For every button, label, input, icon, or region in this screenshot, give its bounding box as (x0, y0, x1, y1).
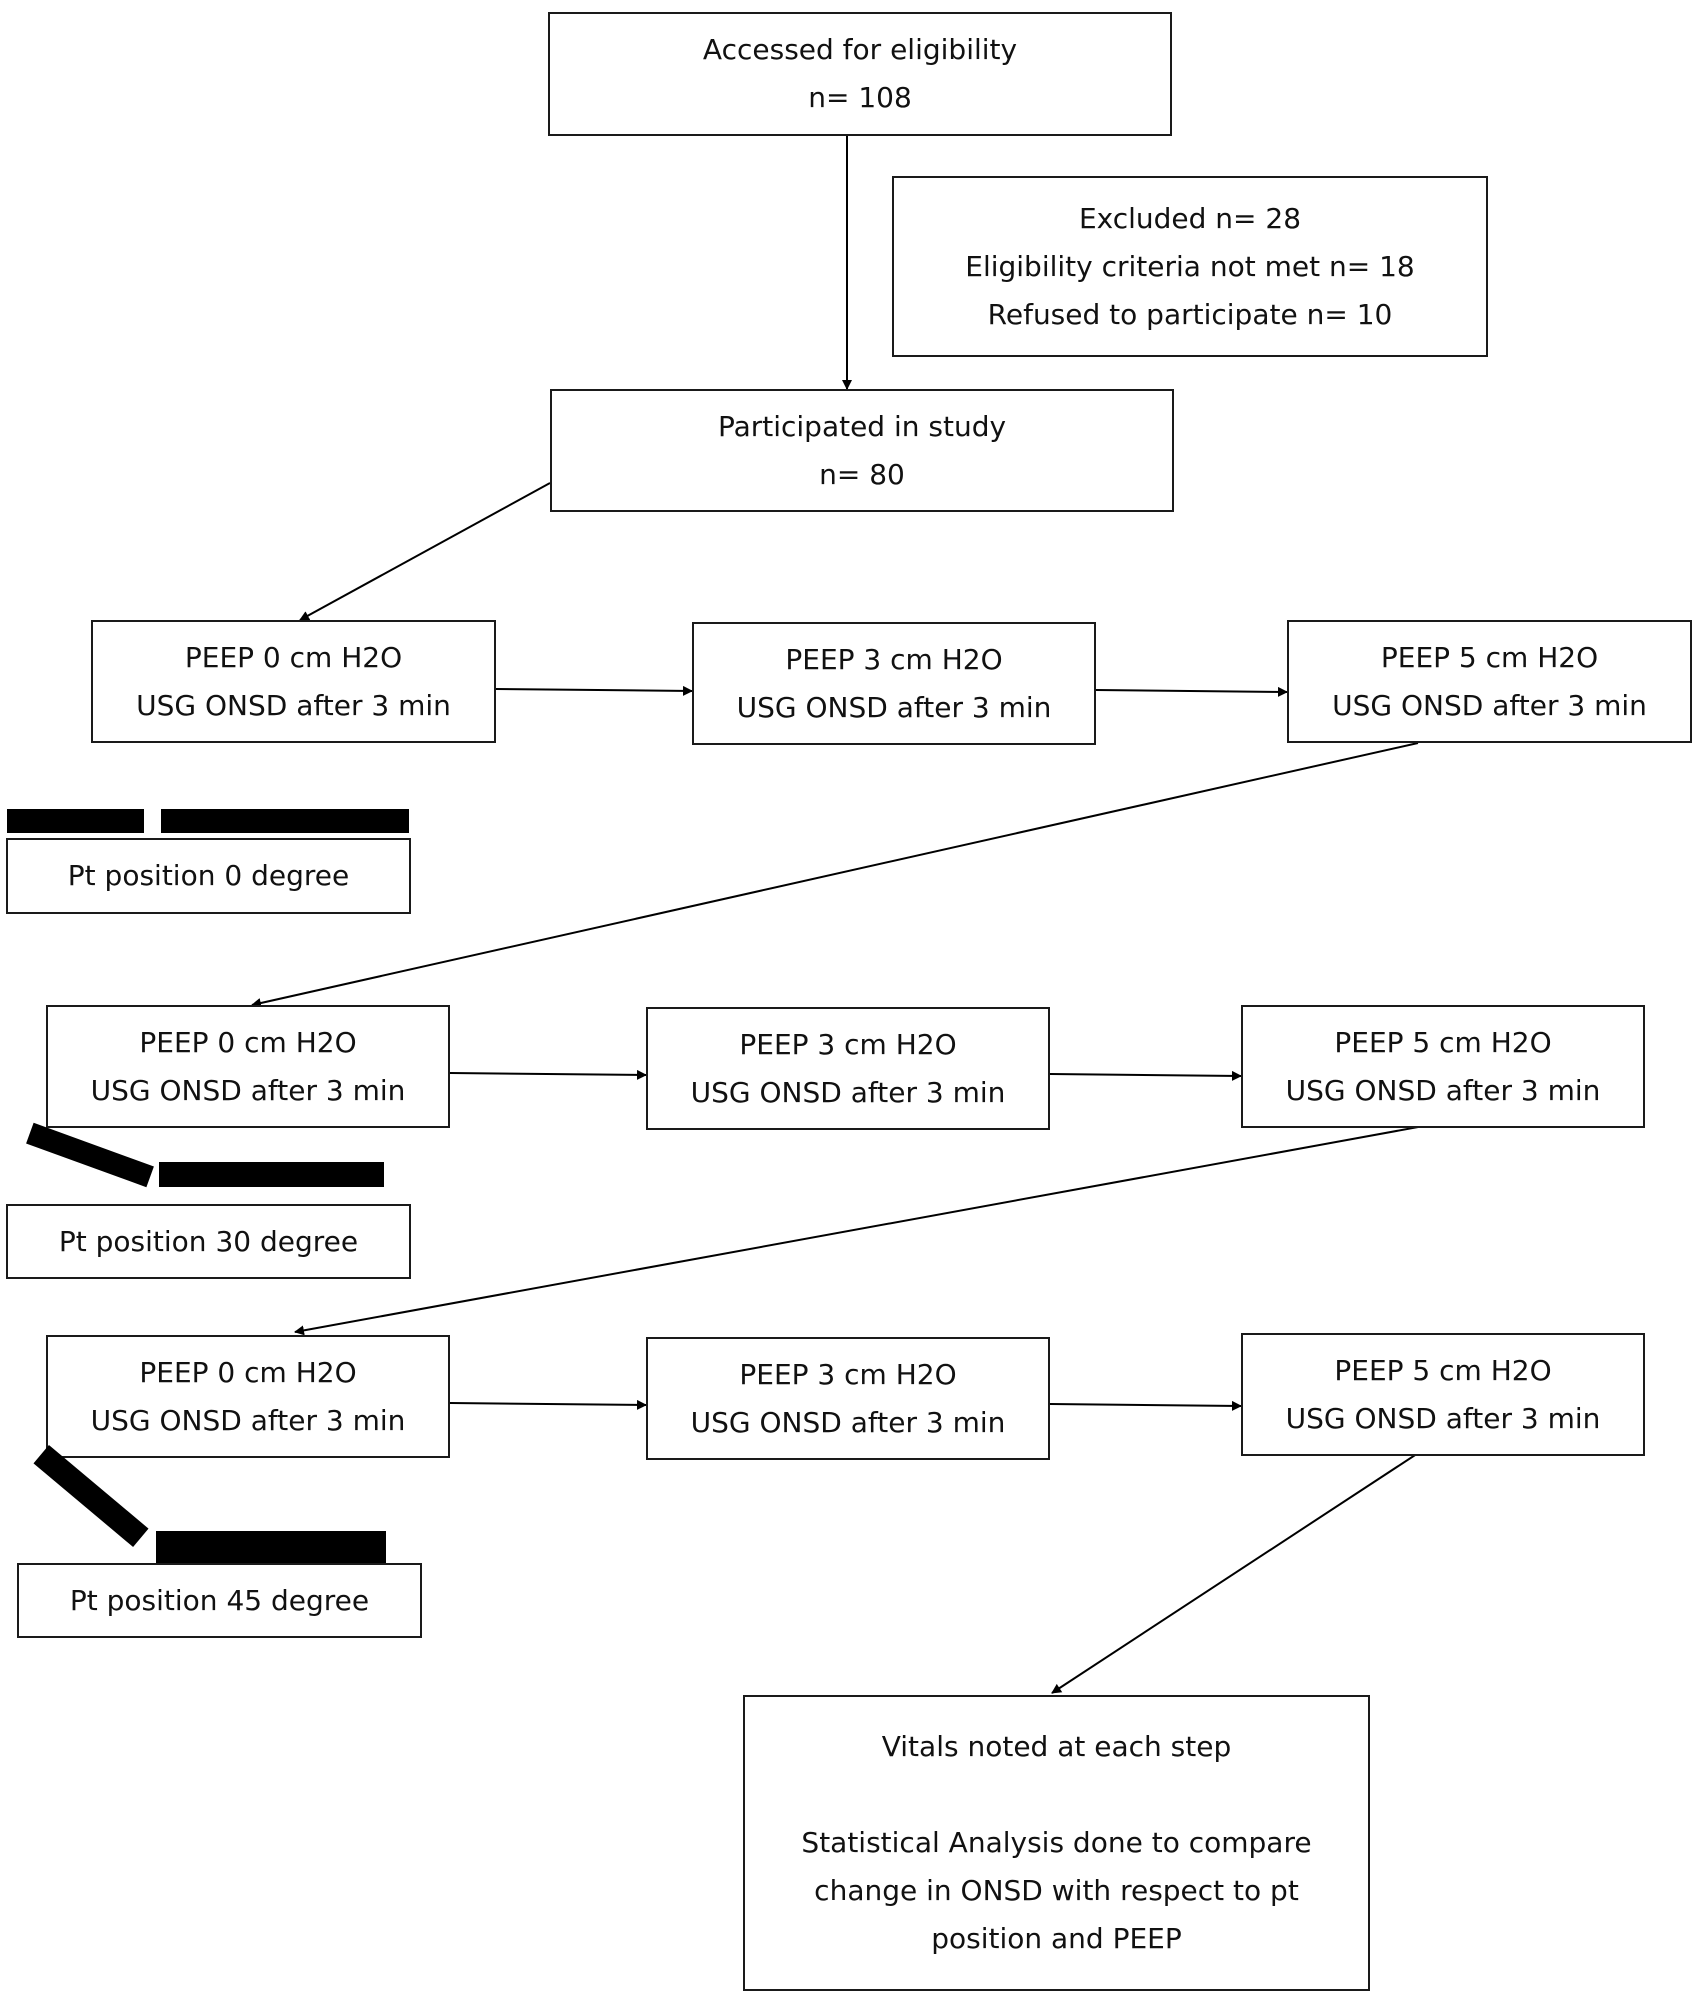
arrow-r1s1-to-r1s2 (495, 685, 693, 696)
arrow-r2s2-to-r2s3 (1049, 1070, 1242, 1081)
step-peep-label: PEEP 0 cm H2O (184, 640, 403, 674)
excluded-criteria: Eligibility criteria not met n= 18 (965, 249, 1415, 283)
excluded-refused: Refused to participate n= 10 (987, 297, 1393, 331)
excluded-box: Excluded n= 28 Eligibility criteria not … (892, 176, 1488, 357)
step-peep-label: PEEP 0 cm H2O (139, 1355, 357, 1389)
step-measure-label: USG ONSD after 3 min (690, 1075, 1006, 1109)
row3-step2-box: PEEP 3 cm H2O USG ONSD after 3 min (646, 1337, 1050, 1460)
bed-45-body-icon (156, 1531, 386, 1563)
final-vitals-text: Vitals noted at each step (881, 1730, 1232, 1763)
eligibility-box: Accessed for eligibility n= 108 (548, 12, 1172, 136)
bed-flat-body-icon (161, 809, 409, 833)
arrow-r1s2-to-r1s3 (1095, 686, 1288, 697)
step-measure-label: USG ONSD after 3 min (736, 690, 1052, 724)
step-peep-label: PEEP 3 cm H2O (739, 1027, 957, 1061)
step-peep-label: PEEP 5 cm H2O (1334, 1025, 1552, 1059)
row2-step3-box: PEEP 5 cm H2O USG ONSD after 3 min (1241, 1005, 1645, 1128)
arrow-r3s2-to-r3s3 (1049, 1400, 1242, 1411)
eligibility-title: Accessed for eligibility (702, 33, 1018, 66)
step-measure-label: USG ONSD after 3 min (90, 1073, 406, 1107)
arrow-participated-to-r1s1 (299, 482, 551, 621)
row2-step2-box: PEEP 3 cm H2O USG ONSD after 3 min (646, 1007, 1050, 1130)
row3-step3-box: PEEP 5 cm H2O USG ONSD after 3 min (1241, 1333, 1645, 1456)
step-peep-label: PEEP 5 cm H2O (1334, 1353, 1552, 1387)
excluded-total: Excluded n= 28 (1078, 201, 1302, 235)
participated-title: Participated in study (717, 409, 1007, 443)
step-measure-label: USG ONSD after 3 min (1285, 1073, 1601, 1107)
step-measure-label: USG ONSD after 3 min (90, 1403, 406, 1437)
step-peep-label: PEEP 3 cm H2O (739, 1357, 957, 1391)
step-peep-label: PEEP 5 cm H2O (1380, 640, 1599, 674)
arrow-r3s3-to-final (1051, 1441, 1436, 1694)
bed-flat-head-icon (7, 809, 144, 833)
arrow-r2s3-to-r3s1 (294, 1116, 1474, 1336)
position-30-degree-label: Pt position 30 degree (6, 1204, 411, 1279)
row3-step1-box: PEEP 0 cm H2O USG ONSD after 3 min (46, 1335, 450, 1458)
step-peep-label: PEEP 0 cm H2O (139, 1025, 357, 1059)
final-analysis-text-3: position and PEEP (931, 1922, 1182, 1955)
position-0-degree-label: Pt position 0 degree (6, 838, 411, 914)
arrow-r2s1-to-r2s2 (449, 1069, 647, 1080)
eligibility-count: n= 108 (808, 81, 912, 114)
row1-step3-box: PEEP 5 cm H2O USG ONSD after 3 min (1287, 620, 1692, 743)
step-peep-label: PEEP 3 cm H2O (785, 642, 1003, 676)
participated-box: Participated in study n= 80 (550, 389, 1174, 512)
row1-step1-box: PEEP 0 cm H2O USG ONSD after 3 min (91, 620, 496, 743)
arrow-r3s1-to-r3s2 (449, 1399, 647, 1410)
step-measure-label: USG ONSD after 3 min (1285, 1401, 1601, 1435)
step-measure-label: USG ONSD after 3 min (690, 1405, 1006, 1439)
final-analysis-text-2: change in ONSD with respect to pt (814, 1874, 1299, 1907)
final-analysis-box: Vitals noted at each step Statistical An… (743, 1695, 1370, 1991)
step-measure-label: USG ONSD after 3 min (136, 688, 451, 722)
participated-count: n= 80 (819, 457, 905, 491)
arrow-r1s3-to-r2s1 (251, 742, 1419, 1008)
step-measure-label: USG ONSD after 3 min (1332, 688, 1647, 722)
bed-30-body-icon (159, 1162, 384, 1187)
row1-step2-box: PEEP 3 cm H2O USG ONSD after 3 min (692, 622, 1096, 745)
position-45-degree-label: Pt position 45 degree (17, 1563, 422, 1638)
final-analysis-text-1: Statistical Analysis done to compare (801, 1826, 1312, 1859)
row2-step1-box: PEEP 0 cm H2O USG ONSD after 3 min (46, 1005, 450, 1128)
